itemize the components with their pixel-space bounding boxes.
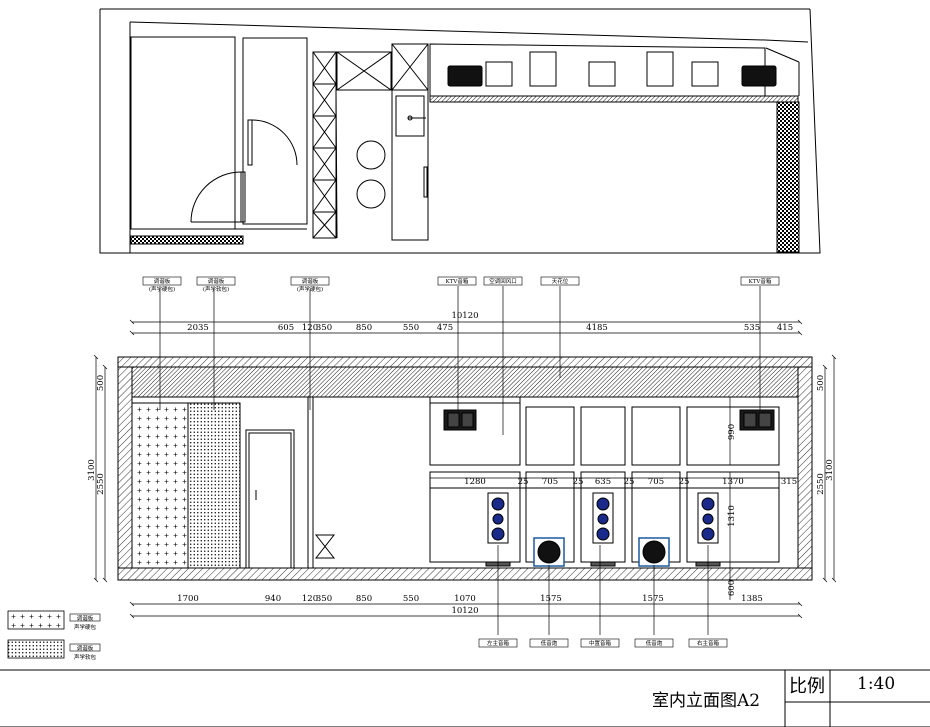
legend-swatch-hard [7,610,65,630]
svg-text:低音炮: 低音炮 [541,639,558,647]
svg-text:1280: 1280 [464,477,486,487]
svg-text:850: 850 [356,323,372,333]
svg-text:850: 850 [356,594,372,604]
svg-text:475: 475 [437,323,453,333]
svg-text:120: 120 [302,323,318,333]
svg-text:3100: 3100 [87,459,97,481]
svg-text:调谐板: 调谐板 [302,277,319,285]
svg-text:25: 25 [518,477,529,487]
top-label-boxes [142,276,780,648]
svg-text:2550: 2550 [816,473,826,495]
svg-text:120: 120 [302,594,318,604]
svg-text:调谐板: 调谐板 [208,277,225,285]
svg-text:1575: 1575 [642,594,664,604]
svg-text:25: 25 [624,477,635,487]
svg-text:调谐板: 调谐板 [77,644,94,652]
svg-text:600: 600 [727,580,737,596]
svg-text:705: 705 [542,477,558,487]
drawing-title: 室内立面图A2 [652,691,761,711]
svg-text:1070: 1070 [454,594,476,604]
bottom-labels: 左主音箱 低音炮 中置音箱 低音炮 右主音箱 [487,639,720,647]
svg-text:KTV音箱: KTV音箱 [749,277,772,285]
svg-text:1370: 1370 [722,477,744,487]
svg-text:1700: 1700 [177,594,199,604]
svg-text:605: 605 [278,323,294,333]
svg-text:25: 25 [679,477,690,487]
svg-text:(声学硬包): (声学硬包) [149,285,175,293]
svg-text:天花位: 天花位 [552,277,569,285]
svg-text:(声学软包): (声学软包) [203,285,229,293]
svg-text:低音炮: 低音炮 [646,639,663,647]
svg-text:1385: 1385 [741,594,763,604]
svg-text:550: 550 [403,594,419,604]
svg-text:中置音箱: 中置音箱 [589,639,612,647]
svg-text:10120: 10120 [451,311,478,321]
elevation-view [117,356,813,581]
title-block-frame [0,669,930,727]
svg-text:声学软包: 声学软包 [74,653,97,661]
plan-view [99,8,821,254]
svg-text:415: 415 [777,323,793,333]
side-dimensions: 500 3100 2550 500 3100 2550 990 1310 600 [87,375,835,596]
svg-text:1575: 1575 [540,594,562,604]
top-labels: 调谐板 (声学硬包) 调谐板 (声学软包) 调谐板 (声学硬包) KTV音箱 空… [149,277,772,293]
svg-text:990: 990 [727,424,737,440]
scale-label: 比例 [789,676,825,697]
svg-text:940: 940 [265,594,281,604]
bottom-dimensions: 1700 940 120 350 850 550 1070 1575 1575 … [177,594,763,616]
legend-swatch-soft [7,639,65,659]
svg-text:315: 315 [781,477,797,487]
svg-text:空调回风口: 空调回风口 [489,277,517,285]
svg-text:500: 500 [96,375,106,391]
scale-value: 1:40 [857,674,896,694]
svg-text:25: 25 [573,477,584,487]
svg-text:左主音箱: 左主音箱 [487,639,510,647]
svg-text:500: 500 [816,375,826,391]
top-dimensions: 10120 2035 605 120 350 850 550 475 4185 … [187,311,793,333]
svg-text:调谐板: 调谐板 [154,277,171,285]
svg-text:2550: 2550 [96,473,106,495]
svg-text:3100: 3100 [825,459,835,481]
dimension-lines [93,286,837,635]
svg-text:1310: 1310 [727,505,737,527]
row-dimensions: 1280 25 705 25 635 25 705 25 1370 315 [464,477,797,487]
svg-text:(声学硬包): (声学硬包) [297,285,323,293]
legend: 调谐板 声学硬包 调谐板 声学软包 [7,610,101,661]
svg-text:10120: 10120 [451,606,478,616]
svg-text:550: 550 [403,323,419,333]
svg-text:350: 350 [316,323,332,333]
svg-text:2035: 2035 [187,323,209,333]
svg-text:右主音箱: 右主音箱 [697,639,720,647]
svg-text:4185: 4185 [586,323,608,333]
svg-text:KTV音箱: KTV音箱 [446,277,469,285]
svg-text:350: 350 [316,594,332,604]
svg-text:535: 535 [744,323,760,333]
svg-text:705: 705 [648,477,664,487]
svg-text:调谐板: 调谐板 [77,614,94,622]
svg-text:635: 635 [595,477,611,487]
svg-text:声学硬包: 声学硬包 [74,623,97,631]
